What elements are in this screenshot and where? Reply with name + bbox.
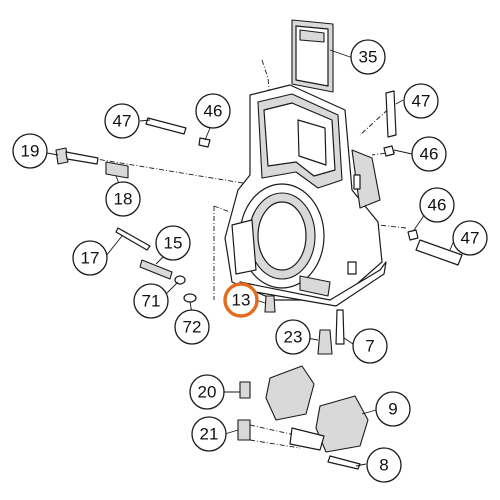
callout-23: 23 (275, 319, 311, 355)
callout-46-top-left: 46 (195, 93, 231, 129)
callout-label: 35 (359, 48, 378, 67)
callout-label: 18 (114, 190, 133, 209)
callout-label: 47 (461, 229, 480, 248)
callout-72: 72 (174, 309, 210, 345)
carburetor-body (224, 84, 387, 307)
callout-label: 46 (204, 102, 223, 121)
callout-71: 71 (133, 283, 169, 319)
callout-46-right: 46 (411, 136, 447, 172)
callout-label: 21 (200, 425, 219, 444)
callout-label: 20 (198, 383, 217, 402)
callout-label: 47 (113, 112, 132, 131)
callout-label: 19 (21, 142, 40, 161)
callout-label: 9 (388, 400, 397, 419)
callout-label: 8 (379, 456, 388, 475)
callout-label: 23 (284, 328, 303, 347)
callout-35: 35 (350, 39, 386, 75)
callout-17: 17 (72, 240, 108, 276)
callout-label: 72 (183, 318, 202, 337)
callout-19: 19 (12, 133, 48, 169)
callouts: 35 47 46 47 46 19 18 46 47 17 15 (12, 39, 488, 483)
callout-21: 21 (191, 416, 227, 452)
callout-label: 71 (142, 292, 161, 311)
callout-20: 20 (189, 374, 225, 410)
callout-9: 9 (375, 391, 411, 427)
callout-7: 7 (352, 328, 388, 364)
callout-label: 15 (164, 234, 183, 253)
callout-47-lower-right: 47 (452, 220, 488, 256)
callout-label: 17 (81, 249, 100, 268)
callout-15: 15 (155, 225, 191, 261)
callout-8: 8 (366, 447, 402, 483)
callout-46-lower-right: 46 (419, 187, 455, 223)
callout-13-highlighted: 13 (223, 282, 259, 318)
callout-label: 7 (365, 337, 374, 356)
callout-label: 47 (412, 92, 431, 111)
callout-47-top-left: 47 (104, 103, 140, 139)
callout-label: 13 (232, 291, 251, 310)
parts (55, 90, 463, 470)
callout-label: 46 (420, 145, 439, 164)
callout-18: 18 (105, 181, 141, 217)
float-bowl-cover (291, 19, 334, 93)
callout-47-top-right: 47 (403, 83, 439, 119)
highlight-ring (223, 282, 259, 318)
callout-label: 46 (428, 196, 447, 215)
